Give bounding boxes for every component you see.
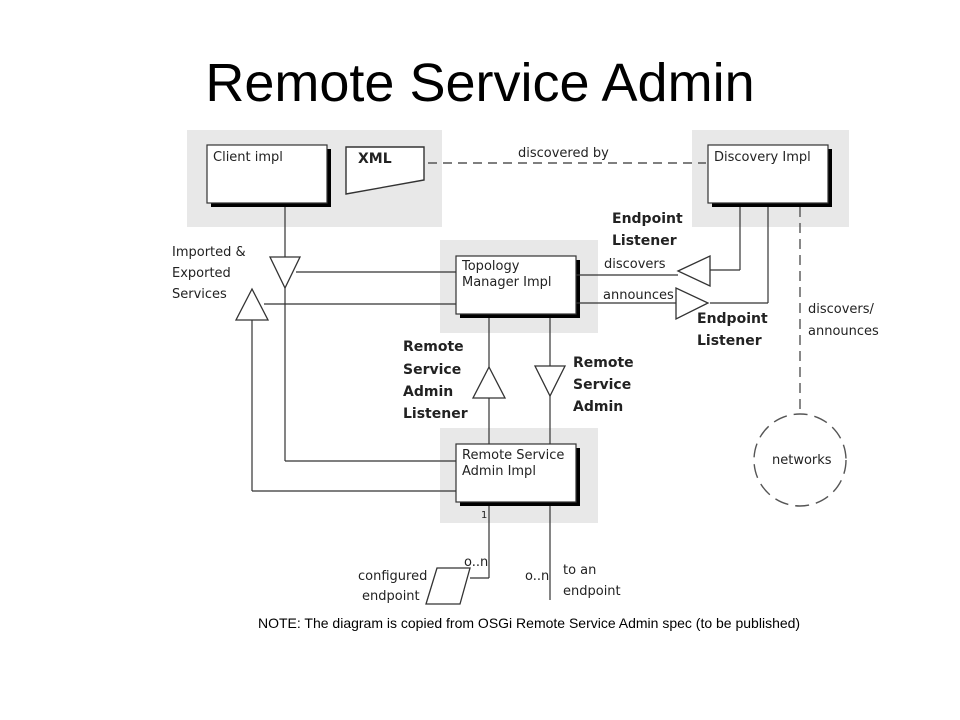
configured-endpoint-line1: configured	[358, 569, 427, 584]
rsa-listener-line2: Service	[403, 362, 461, 378]
discovery-impl-box: Discovery Impl	[707, 144, 832, 207]
discovers-label: discovers	[604, 257, 666, 272]
to-an-endpoint-line2: endpoint	[563, 584, 621, 599]
client-impl-label: Client impl	[213, 150, 283, 165]
connector-lines	[251, 207, 769, 600]
endpoint-listener-top-line1: Endpoint	[612, 211, 683, 227]
rsa-listener-line1: Remote	[403, 339, 464, 355]
rsa-service-line1: Remote	[573, 355, 634, 371]
imported-exported-line1: Imported &	[172, 245, 246, 260]
configured-endpoint-shape	[425, 567, 471, 605]
multiplicity-left: o..n	[464, 555, 488, 570]
multiplicity-right: o..n	[525, 569, 549, 584]
endpoint-listener-bottom-line1: Endpoint	[697, 311, 768, 327]
announces-label: announces	[603, 288, 674, 303]
endpoint-listener-bottom-line2: Listener	[697, 333, 762, 349]
topology-manager-box: Topology Manager Impl	[455, 255, 580, 318]
rsa-listener-triangle	[471, 365, 507, 399]
multiplicity-one: 1	[481, 510, 487, 521]
discovery-impl-label: Discovery Impl	[714, 150, 811, 165]
imported-exported-line2: Exported	[172, 266, 231, 281]
topology-label-line1: Topology	[461, 259, 520, 274]
client-down-triangle	[268, 256, 302, 290]
networks-label: networks	[772, 453, 832, 468]
xml-label: XML	[358, 151, 392, 167]
discovers-announces-line2: announces	[808, 324, 879, 339]
endpoint-listener-top-line2: Listener	[612, 233, 677, 249]
xml-document: XML	[345, 146, 425, 195]
rsa-impl-label-line1: Remote Service	[462, 448, 564, 463]
rsa-service-line2: Service	[573, 377, 631, 393]
rsa-service-line3: Admin	[573, 399, 623, 415]
rsa-listener-line3: Admin	[403, 384, 453, 400]
endpoint-listener-top-triangle	[676, 254, 711, 288]
endpoint-listener-bottom-triangle	[675, 286, 710, 321]
networks-cloud: networks	[753, 413, 847, 507]
imported-exported-line3: Services	[172, 287, 227, 302]
rsa-impl-box: Remote Service Admin Impl	[455, 443, 580, 506]
topology-label-line2: Manager Impl	[462, 275, 551, 290]
client-impl-box: Client impl	[206, 144, 331, 207]
rsa-impl-label-line2: Admin Impl	[462, 464, 536, 479]
configured-endpoint-line2: endpoint	[362, 589, 420, 604]
rsa-service-triangle	[533, 365, 567, 398]
discovered-by-label: discovered by	[518, 146, 609, 161]
discovers-announces-line1: discovers/	[808, 302, 875, 317]
source-note: NOTE: The diagram is copied from OSGi Re…	[258, 615, 801, 631]
rsa-listener-line4: Listener	[403, 406, 468, 422]
page-title: Remote Service Admin	[205, 53, 755, 113]
to-an-endpoint-line1: to an	[563, 563, 596, 578]
left-up-triangle	[234, 287, 270, 321]
